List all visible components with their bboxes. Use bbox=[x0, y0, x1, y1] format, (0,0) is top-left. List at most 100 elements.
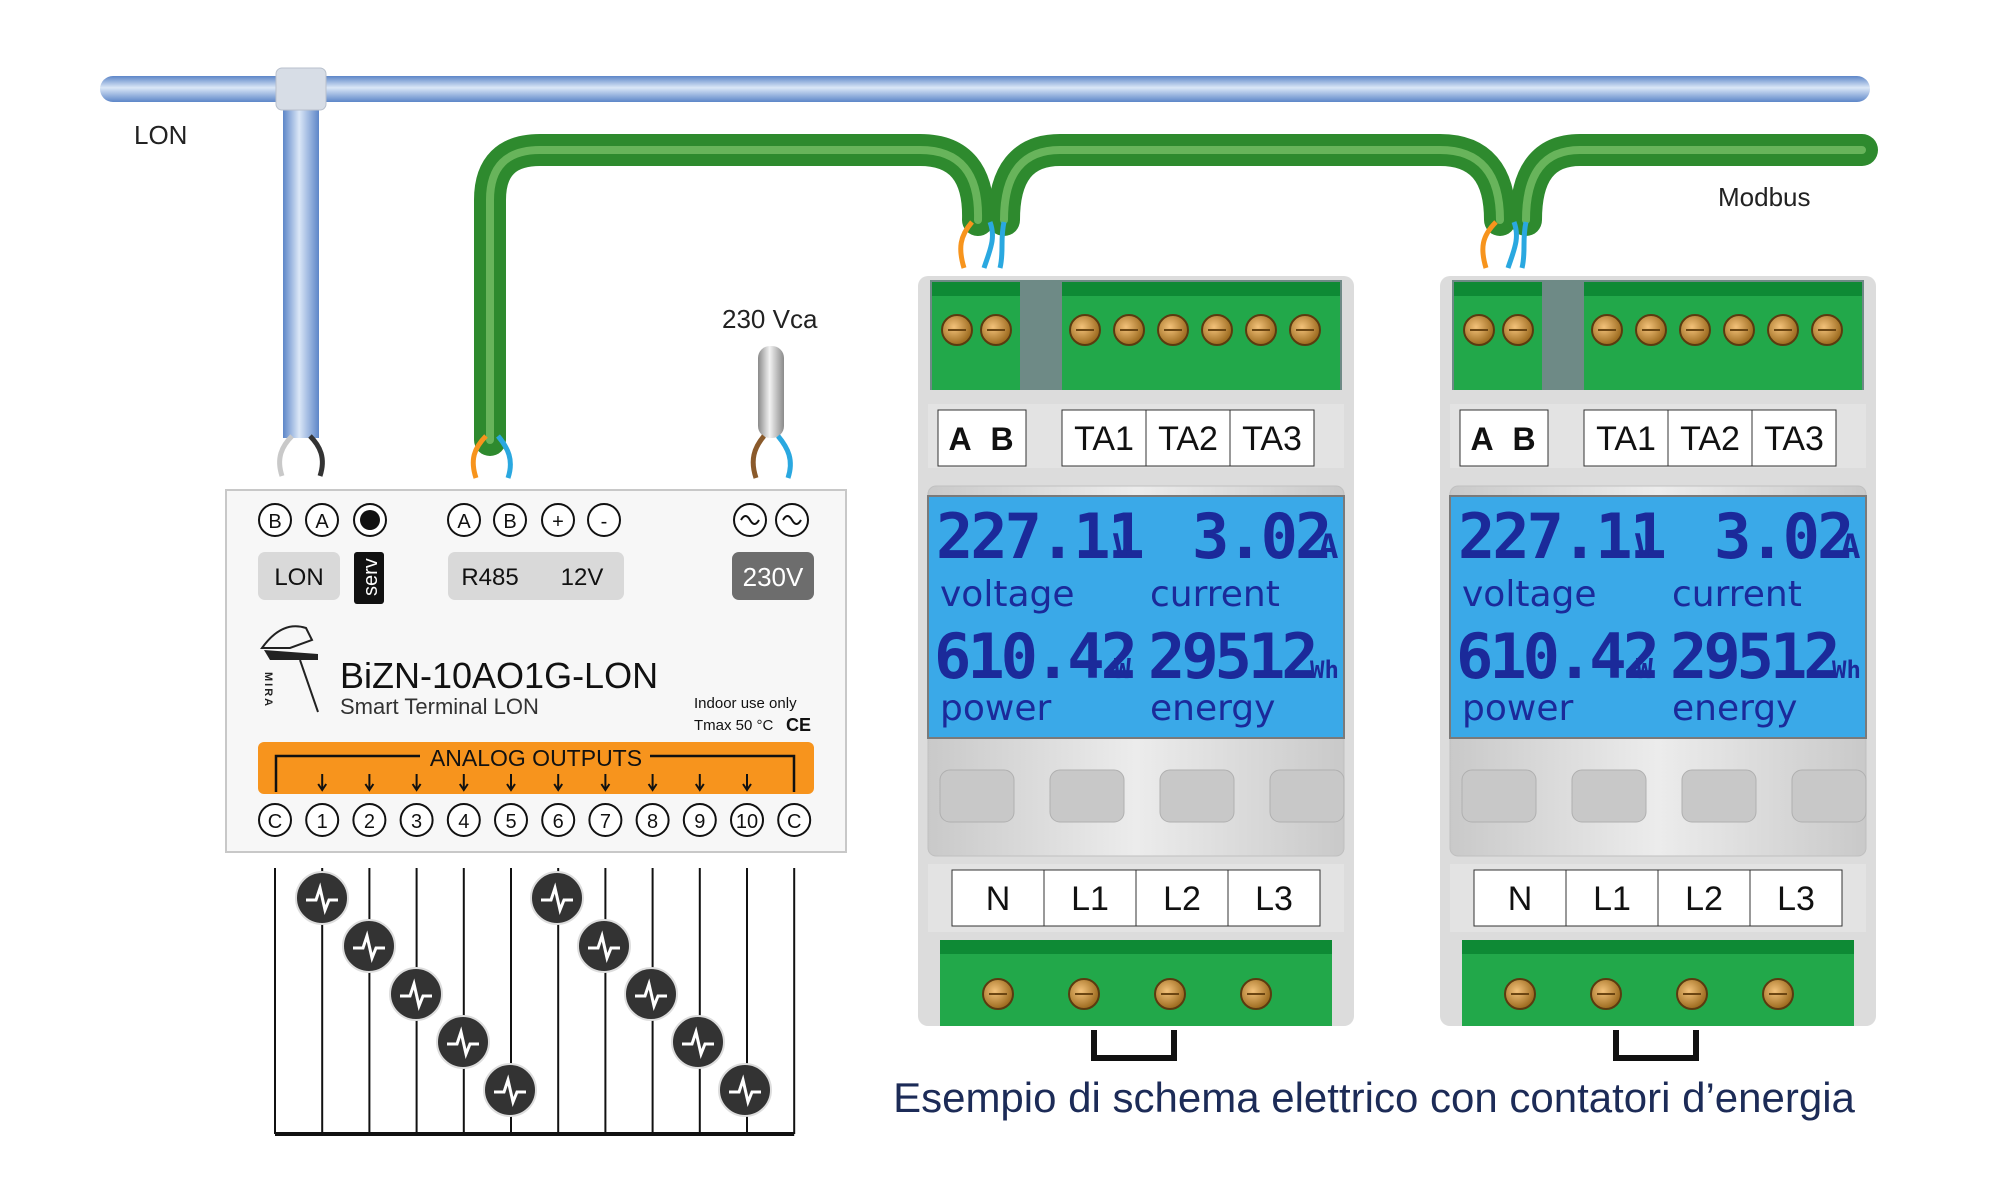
ac-wave-icon bbox=[740, 515, 760, 525]
lon-bus-cable bbox=[100, 76, 1870, 102]
svg-text:1: 1 bbox=[317, 811, 328, 833]
voltage-unit: V bbox=[1112, 527, 1132, 567]
meter-button-2[interactable] bbox=[1571, 769, 1647, 823]
ce-mark: CE bbox=[786, 715, 811, 735]
power-unit: W bbox=[1114, 652, 1131, 685]
meter-button-1[interactable] bbox=[1461, 769, 1537, 823]
meter-bottom-label: L2 bbox=[1685, 880, 1723, 918]
top-terminal-4 bbox=[541, 503, 575, 537]
meter-lcd bbox=[927, 495, 1345, 739]
din-clip bbox=[1091, 1030, 1177, 1061]
voltage-value: 227.11 bbox=[936, 500, 1143, 573]
voltage-label: voltage bbox=[1462, 574, 1597, 615]
top-terminal-1 bbox=[305, 503, 339, 537]
voltage-label: voltage bbox=[940, 574, 1075, 615]
meter-button-2[interactable] bbox=[1049, 769, 1125, 823]
energy-value: 29512 bbox=[1148, 620, 1315, 693]
svg-text:-: - bbox=[601, 511, 608, 533]
lon-junction bbox=[275, 67, 327, 111]
meter-top-label: B bbox=[1512, 421, 1535, 457]
svg-text:7: 7 bbox=[600, 811, 611, 833]
controller-title: BiZN-10AO1G-LON bbox=[340, 655, 658, 696]
din-clip bbox=[1613, 1030, 1699, 1061]
svg-text:B: B bbox=[268, 511, 281, 533]
current-label: current bbox=[1672, 574, 1802, 615]
svg-text:C: C bbox=[787, 811, 801, 833]
power-label: power bbox=[1462, 688, 1573, 729]
svg-text:8: 8 bbox=[647, 811, 658, 833]
meter-top-label: A bbox=[1470, 421, 1493, 457]
voltage-unit: V bbox=[1634, 527, 1654, 567]
energy-unit: Wh bbox=[1310, 656, 1339, 684]
tag-serv bbox=[354, 552, 384, 604]
lon-drop-cable bbox=[283, 90, 319, 438]
top-terminal-0 bbox=[258, 503, 292, 537]
svg-text:MIRA: MIRA bbox=[262, 672, 274, 708]
current-unit: A bbox=[1318, 527, 1338, 567]
meter-top-label: TA1 bbox=[1596, 420, 1656, 458]
top-terminal-3 bbox=[493, 503, 527, 537]
svg-text:serv: serv bbox=[360, 558, 382, 596]
lon-wire-dark bbox=[308, 434, 325, 477]
meter-button-4[interactable] bbox=[1791, 769, 1867, 823]
supply-cable bbox=[758, 346, 784, 438]
meter-bottom-label: L1 bbox=[1071, 880, 1109, 918]
svg-text:A: A bbox=[457, 511, 471, 533]
meter-lcd bbox=[1449, 495, 1867, 739]
bottom-terminal-8 bbox=[635, 803, 670, 837]
meter-top-label: TA2 bbox=[1158, 420, 1218, 458]
mira-logo: MIRA bbox=[260, 625, 319, 713]
meter-button-3[interactable] bbox=[1681, 769, 1757, 823]
bottom-terminal-0 bbox=[258, 803, 292, 837]
meter-bottom-label: L3 bbox=[1255, 880, 1293, 918]
power-value: 610.42 bbox=[1456, 620, 1656, 693]
energy-unit: Wh bbox=[1832, 656, 1861, 684]
meter-button-1[interactable] bbox=[939, 769, 1015, 823]
meter-bottom-label: N bbox=[986, 880, 1011, 918]
analog-outputs-title: ANALOG OUTPUTS bbox=[430, 745, 642, 771]
output-wiring bbox=[274, 868, 796, 1136]
bottom-terminal-4 bbox=[446, 803, 481, 837]
modbus-label: Modbus bbox=[1718, 182, 1811, 212]
power-unit: W bbox=[1636, 652, 1653, 685]
svg-text:9: 9 bbox=[694, 811, 705, 833]
meter-bottom-label: L1 bbox=[1593, 880, 1631, 918]
svg-text:2: 2 bbox=[364, 811, 375, 833]
svg-text:230V: 230V bbox=[743, 562, 804, 592]
bottom-terminal-9 bbox=[682, 803, 717, 837]
controller-subtitle: Smart Terminal LON bbox=[340, 694, 539, 719]
current-value: 3.02 bbox=[1714, 500, 1851, 573]
meter-bottom-label: L2 bbox=[1163, 880, 1201, 918]
tag-lon bbox=[258, 552, 340, 600]
tmax-note: Tmax 50 °C bbox=[694, 717, 774, 734]
energy-value: 29512 bbox=[1670, 620, 1837, 693]
svg-text:B: B bbox=[503, 511, 516, 533]
lon-wire-light bbox=[277, 434, 294, 477]
svg-text:R485: R485 bbox=[461, 564, 518, 591]
bottom-terminal-3 bbox=[399, 803, 434, 837]
meter-bottom-label: L3 bbox=[1777, 880, 1815, 918]
meter-top-label: TA3 bbox=[1242, 420, 1302, 458]
meter-top-label: TA3 bbox=[1764, 420, 1824, 458]
bottom-terminal-5 bbox=[494, 803, 528, 837]
svg-text:LON: LON bbox=[274, 564, 323, 591]
meter-top-label: A bbox=[948, 421, 971, 457]
svg-text:+: + bbox=[552, 511, 564, 533]
current-value: 3.02 bbox=[1192, 500, 1329, 573]
meter-button-4[interactable] bbox=[1269, 769, 1345, 823]
meter-bottom-label: N bbox=[1508, 880, 1533, 918]
indoor-note: Indoor use only bbox=[694, 695, 797, 712]
meter-top-label: B bbox=[990, 421, 1013, 457]
svg-text:4: 4 bbox=[458, 811, 469, 833]
bottom-terminal-6 bbox=[541, 803, 576, 837]
bottom-terminal-10 bbox=[730, 803, 764, 837]
energy-label: energy bbox=[1672, 688, 1797, 729]
meter-button-3[interactable] bbox=[1159, 769, 1235, 823]
power-label: power bbox=[940, 688, 1051, 729]
top-terminal-5 bbox=[587, 503, 621, 537]
svg-text:C: C bbox=[268, 811, 282, 833]
